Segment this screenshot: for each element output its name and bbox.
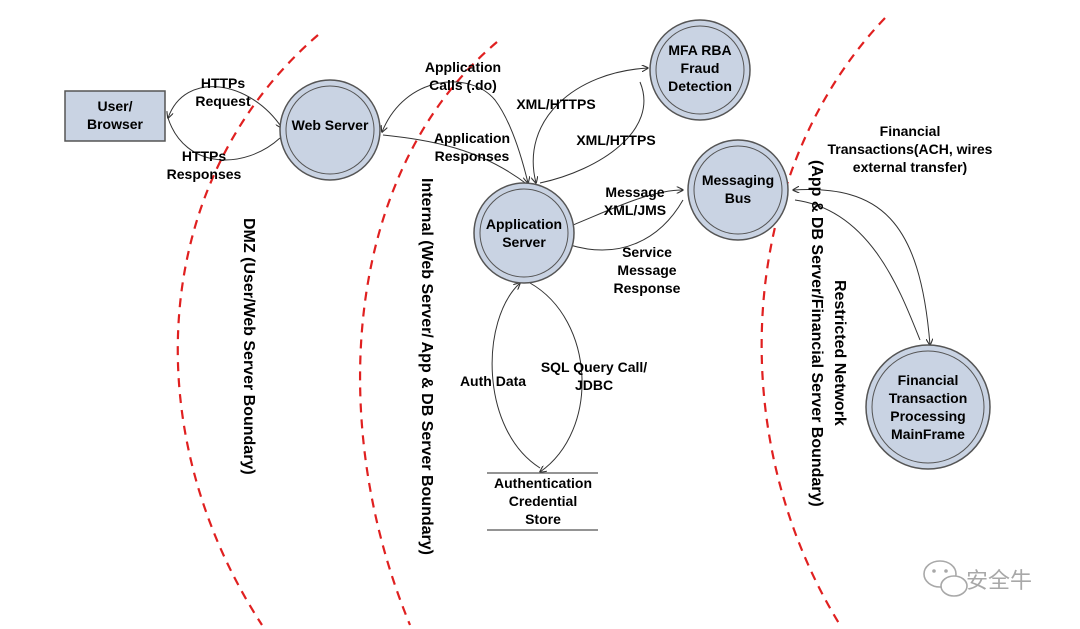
app-calls-label-1: Application (425, 59, 501, 75)
message-xml-edge (572, 190, 683, 226)
dmz-boundary-label: DMZ (User/Web Server Boundary) (240, 218, 257, 475)
mfa-label-1: MFA RBA (668, 42, 731, 58)
mainframe-label-1: Financial (898, 372, 959, 388)
https-request-edge (168, 86, 282, 128)
web-server-node: Web Server (279, 79, 381, 181)
watermark: 安全牛 (923, 560, 1032, 597)
app-calls-label-2: Calls (.do) (429, 77, 497, 93)
auth-store-node: Authentication Credential Store (487, 472, 598, 531)
messaging-bus-node: Messaging Bus (687, 139, 789, 241)
app-responses-edge (382, 134, 529, 186)
xml-https-edge-2 (539, 81, 645, 184)
watermark-text: 安全牛 (966, 569, 1032, 594)
internal-boundary-label: Internal (Web Server/ App & DB Server Bo… (418, 178, 435, 555)
xml-https-label-2: XML/HTTPS (576, 132, 655, 148)
mainframe-label-2: Transaction (889, 390, 968, 406)
xml-https-label-1: XML/HTTPS (516, 96, 595, 112)
messaging-bus-label-2: Bus (725, 190, 752, 206)
message-xml-label-2: XML/JMS (604, 202, 666, 218)
financial-tx-label-2: Transactions(ACH, wires (828, 141, 993, 157)
wechat-icon (923, 560, 968, 597)
user-browser-node: User/ Browser (64, 90, 166, 142)
financial-tx-return-edge (794, 199, 921, 341)
restricted-boundary-label-1: Restricted Network (831, 280, 848, 426)
service-message-edge (569, 199, 684, 251)
messaging-bus-label-1: Messaging (702, 172, 774, 188)
https-responses-label-2: Responses (167, 166, 242, 182)
https-request-label-1: HTTPs (201, 75, 246, 91)
mfa-label-2: Fraud (681, 60, 720, 76)
mfa-node: MFA RBA Fraud Detection (649, 19, 751, 121)
auth-data-edge (491, 283, 541, 469)
financial-tx-label-3: external transfer) (853, 159, 967, 175)
mainframe-label-3: Processing (890, 408, 965, 424)
auth-store-label-1: Authentication (494, 475, 592, 491)
app-calls-edge (382, 81, 528, 183)
https-responses-label-1: HTTPs (182, 148, 227, 164)
web-server-label: Web Server (292, 117, 369, 133)
app-server-label-1: Application (486, 216, 562, 232)
service-message-label-1: Service (622, 244, 672, 260)
financial-tx-label-1: Financial (880, 123, 941, 139)
user-browser-label-2: Browser (87, 116, 144, 132)
user-browser-label-1: User/ (97, 98, 132, 114)
https-responses-edge (167, 117, 281, 161)
message-xml-label-1: Message (605, 184, 664, 200)
dmz-boundary-line (176, 34, 319, 626)
xml-https-edge-1 (533, 68, 648, 183)
auth-data-label: Auth Data (460, 373, 526, 389)
mfa-label-3: Detection (668, 78, 732, 94)
service-message-label-2: Message (617, 262, 676, 278)
service-message-label-3: Response (614, 280, 681, 296)
restricted-boundary-label-2: (App & DB Server/Financial Server Bounda… (808, 160, 825, 507)
connectors (168, 68, 930, 472)
app-responses-label-2: Responses (435, 148, 510, 164)
sql-query-edge (529, 282, 583, 472)
auth-store-label-2: Credential (509, 493, 577, 509)
internal-boundary-line (358, 41, 498, 626)
auth-store-label-3: Store (525, 511, 561, 527)
mainframe-label-4: MainFrame (891, 426, 965, 442)
app-server-label-2: Server (502, 234, 546, 250)
sql-query-label-1: SQL Query Call/ (541, 359, 647, 375)
https-request-label-2: Request (195, 93, 251, 109)
sql-query-label-2: JDBC (575, 377, 613, 393)
financial-tx-edge (793, 190, 930, 345)
application-server-node: Application Server (473, 182, 575, 284)
app-responses-label-1: Application (434, 130, 510, 146)
mainframe-node: Financial Transaction Processing MainFra… (865, 344, 991, 470)
